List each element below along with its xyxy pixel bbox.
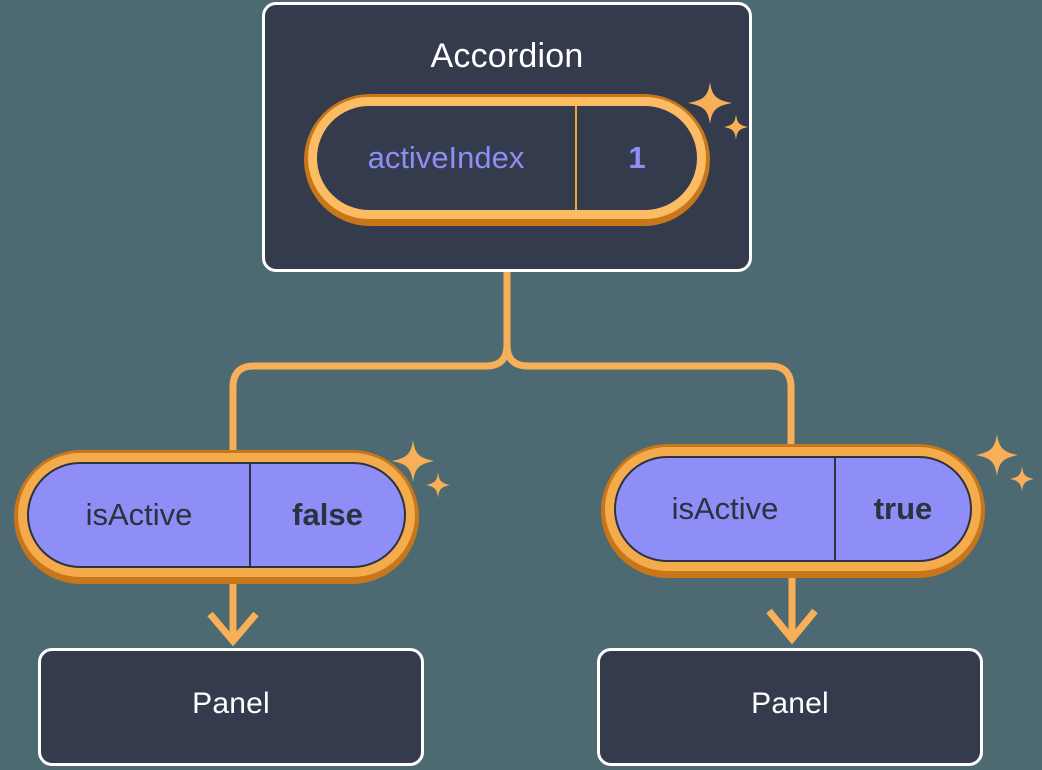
component-box-panel-left[interactable]: Panel [38,648,424,766]
pill-body: activeIndex 1 [317,106,697,210]
panel-title: Panel [192,687,270,720]
pill-body: isActive false [27,462,406,568]
prop-value: 1 [575,106,697,210]
sparkle-large-icon [976,434,1018,476]
prop-pill-isactive-left[interactable]: isActive false [14,450,419,584]
connector-branch-right [503,341,795,456]
prop-name: activeIndex [367,140,525,175]
prop-pill-isactive-right[interactable]: isActive true [601,444,985,578]
prop-name: isActive [85,497,193,532]
sparkles-icon [976,434,1034,492]
prop-name: isActive [671,491,779,526]
prop-pill-activeindex[interactable]: activeIndex 1 [304,94,710,226]
connector-branch-left [229,341,511,462]
sparkle-small-icon [426,472,450,498]
arrow-right [766,578,818,645]
arrow-left [207,582,259,647]
prop-value: false [249,464,404,566]
pill-body: isActive true [614,456,972,562]
panel-title: Panel [751,687,829,720]
component-box-panel-right[interactable]: Panel [597,648,983,766]
page-title: Accordion [430,37,584,75]
sparkle-small-icon [1010,466,1034,492]
prop-value: true [834,458,970,560]
